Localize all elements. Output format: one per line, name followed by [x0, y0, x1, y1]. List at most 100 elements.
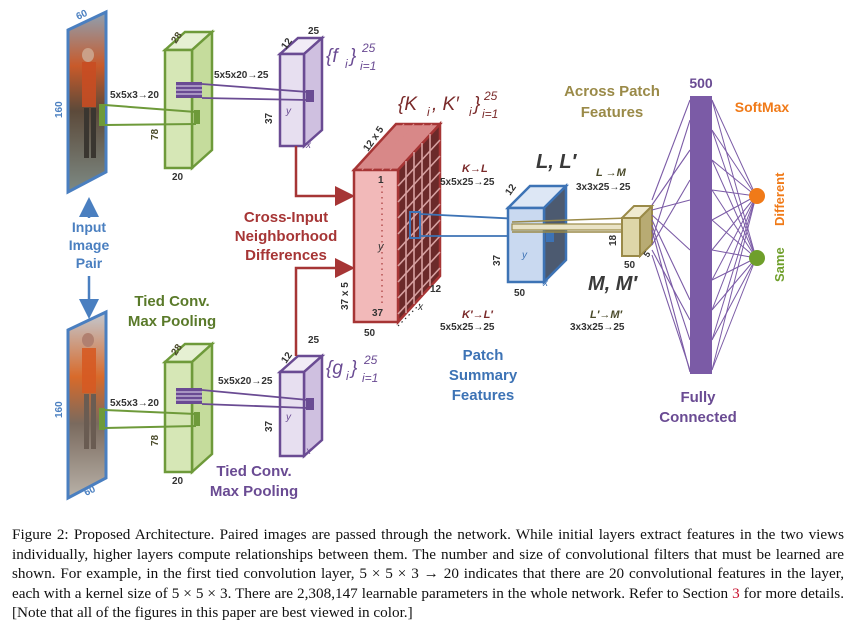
f-set-low: i=1 [360, 59, 376, 73]
f-depth: 25 [308, 26, 320, 37]
conv1-bot-height: 78 [150, 434, 161, 446]
g-set-label: {g i } 25 i=1 [326, 353, 378, 385]
cross-input-line3: Differences [245, 247, 327, 264]
g-depth: 25 [308, 335, 320, 346]
lpm-op: L′→M′ [590, 309, 624, 321]
kpl-spec: 5x5x25→25 [440, 322, 495, 333]
m-height: 18 [608, 234, 619, 246]
input-pair-line2: Image [69, 237, 110, 253]
fc-layer-bar [690, 96, 712, 374]
different-label: Different [772, 172, 787, 226]
cross-input-line2: Neighborhood [235, 228, 337, 245]
g-height: 37 [264, 420, 275, 432]
patch-summary-line3: Features [452, 387, 515, 404]
k-set-sub: i [427, 105, 430, 119]
l-summary-block [504, 182, 570, 286]
same-label: Same [772, 247, 787, 282]
g-set-close: } [349, 358, 358, 379]
tied-conv-top-line2: Max Pooling [128, 313, 216, 330]
g-set: {g [326, 358, 343, 379]
conv-top-in-op: 5x5x3→20 [110, 90, 159, 101]
k-set-label: {K i , K′ i } 25 i=1 [398, 89, 498, 121]
conv-top-out-op: 5x5x20→25 [214, 70, 269, 81]
conv1-bot-depth: 20 [172, 476, 184, 487]
fully-connected-line1: Fully [680, 389, 716, 406]
m-across-block [619, 203, 655, 259]
img-top-width: 60 [75, 8, 90, 23]
m-side: 5 [641, 249, 652, 259]
f-set-label: {f i } 25 i=1 [326, 41, 376, 73]
k-y-axis: y [377, 241, 385, 253]
l-side: 12 [503, 182, 519, 198]
kpl-op: K′→L′ [462, 309, 494, 321]
conv-bot-in-op: 5x5x3→20 [110, 398, 159, 409]
conv1-top-depth: 20 [172, 172, 184, 183]
g-y-axis: y [285, 412, 292, 423]
k-set-close: } [472, 94, 481, 115]
m-width: 50 [624, 260, 636, 271]
kl-op: K→L [462, 163, 488, 175]
patch-summary-line2: Summary [449, 367, 518, 384]
input-pair-line1: Input [72, 219, 107, 235]
img-top-height: 160 [54, 101, 65, 118]
l-x-axis: x [542, 278, 549, 289]
lpm-spec: 3x3x25→25 [570, 322, 625, 333]
f-set-close: } [348, 46, 357, 67]
fully-connected-line2: Connected [659, 409, 737, 426]
tied-conv-bot-line1: Tied Conv. [216, 463, 291, 480]
k-depth-dim: 12 [430, 284, 442, 295]
arrow-g-to-k [294, 258, 355, 356]
f-x-axis: x [305, 140, 312, 151]
fc-units: 500 [689, 75, 713, 91]
cross-input-line1: Cross-Input [244, 209, 328, 226]
k-set: {K [398, 94, 418, 115]
kl-spec: 5x5x25→25 [440, 177, 495, 188]
m-set: M, M′ [588, 273, 638, 295]
conv1-block-top [161, 29, 216, 171]
tied-conv-bot-line2: Max Pooling [210, 483, 298, 500]
l-set: L, L′ [536, 151, 578, 173]
k-set-sup: 25 [483, 89, 498, 103]
g-set-sup: 25 [363, 353, 378, 367]
f-set-sup: 25 [361, 41, 376, 55]
lm-spec: 3x3x25→25 [576, 182, 631, 193]
l-width: 50 [514, 288, 526, 299]
output-node-same [749, 250, 765, 266]
img-bot-width: 60 [83, 484, 98, 499]
f-set-sub: i [345, 57, 348, 71]
k-set-sub2: i [469, 105, 472, 119]
output-node-different [749, 188, 765, 204]
g-set-low: i=1 [362, 371, 378, 385]
softmax-label: SoftMax [735, 99, 790, 115]
f-height: 37 [264, 112, 275, 124]
across-patch-line2: Features [581, 104, 644, 121]
g-x-axis: x [305, 446, 312, 457]
lm-op: L →M [596, 167, 627, 179]
tied-conv-top-line1: Tied Conv. [134, 293, 209, 310]
l-y-axis: y [521, 250, 528, 261]
across-patch-line1: Across Patch [564, 83, 660, 100]
f-y-axis: y [285, 106, 292, 117]
g-set-sub: i [346, 369, 349, 383]
f-feature-block [276, 35, 326, 149]
section-reference-link[interactable]: 3 [732, 584, 740, 602]
patch-summary-line1: Patch [463, 347, 504, 364]
k-row-first: 1 [378, 175, 384, 186]
input-pair-line3: Pair [76, 255, 103, 271]
caption-text-1: Figure 2: Proposed Architecture. Paired … [12, 526, 844, 602]
fc-connections [651, 99, 691, 373]
conv-bot-out-op: 5x5x20→25 [218, 376, 273, 387]
fc-output-connections [711, 99, 757, 371]
l-height: 37 [492, 254, 503, 266]
k-row-last: 37 [372, 308, 384, 319]
f-set: {f [326, 46, 339, 67]
k-bottom-dim: 50 [364, 328, 376, 339]
input-image-top [66, 9, 108, 195]
arrow-f-to-k [294, 146, 355, 206]
g-feature-block [276, 353, 326, 459]
input-image-bottom [66, 309, 108, 501]
k-set-low: i=1 [482, 107, 498, 121]
k-difference-block [351, 120, 443, 326]
img-bot-height: 160 [54, 401, 65, 418]
k-grid [397, 134, 441, 315]
